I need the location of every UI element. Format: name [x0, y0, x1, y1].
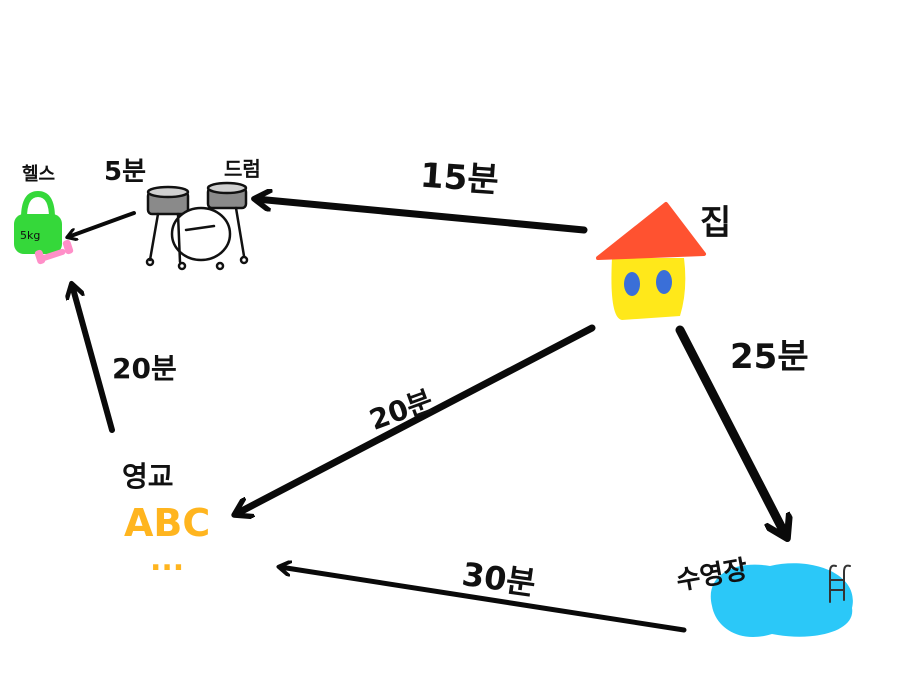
edge-home-to-drum: 15분 [256, 156, 588, 234]
edge-label-home-to-drum: 15분 [419, 156, 500, 201]
dumbbell-icon [34, 239, 74, 265]
edge-home-to-english: 20분 [236, 324, 596, 514]
edge-label-home-to-pool: 25분 [730, 337, 809, 377]
node-english: 영교 ABC ... [122, 460, 210, 578]
node-gym: 5kg 헬스 [14, 164, 74, 265]
arrow-home-to-pool [675, 325, 786, 536]
ladder-icon [829, 564, 851, 603]
edge-label-english-to-gym: 20분 [112, 352, 177, 385]
node-pool: 수영장 [674, 555, 853, 638]
lock-icon: 5kg [14, 190, 62, 254]
edge-home-to-pool: 25분 [675, 325, 809, 536]
node-label-gym: 헬스 [22, 164, 55, 185]
edge-drum-to-gym: 5분 [68, 157, 146, 237]
arrow-home-to-drum [256, 199, 588, 234]
node-label-english: 영교 [122, 460, 174, 493]
node-label-home: 집 [700, 203, 731, 243]
drum-icon [145, 181, 249, 271]
arrow-english-to-gym [72, 285, 115, 433]
pool-icon [710, 563, 853, 638]
arrow-home-to-english [236, 324, 596, 514]
edge-pool-to-english: 30분 [280, 555, 687, 633]
edge-english-to-gym: 20분 [72, 285, 177, 433]
edge-label-drum-to-gym: 5분 [104, 157, 146, 187]
house-icon [596, 202, 706, 320]
lock-weight-label: 5kg [20, 229, 40, 242]
arrow-drum-to-gym [68, 211, 136, 237]
english-abc-sign: ABC [124, 501, 210, 545]
english-dots: ... [150, 543, 184, 578]
arrow-pool-to-english [280, 567, 687, 633]
node-home: 집 [596, 202, 731, 320]
node-label-drum: 드럼 [224, 157, 261, 181]
node-drum: 드럼 [145, 157, 261, 271]
